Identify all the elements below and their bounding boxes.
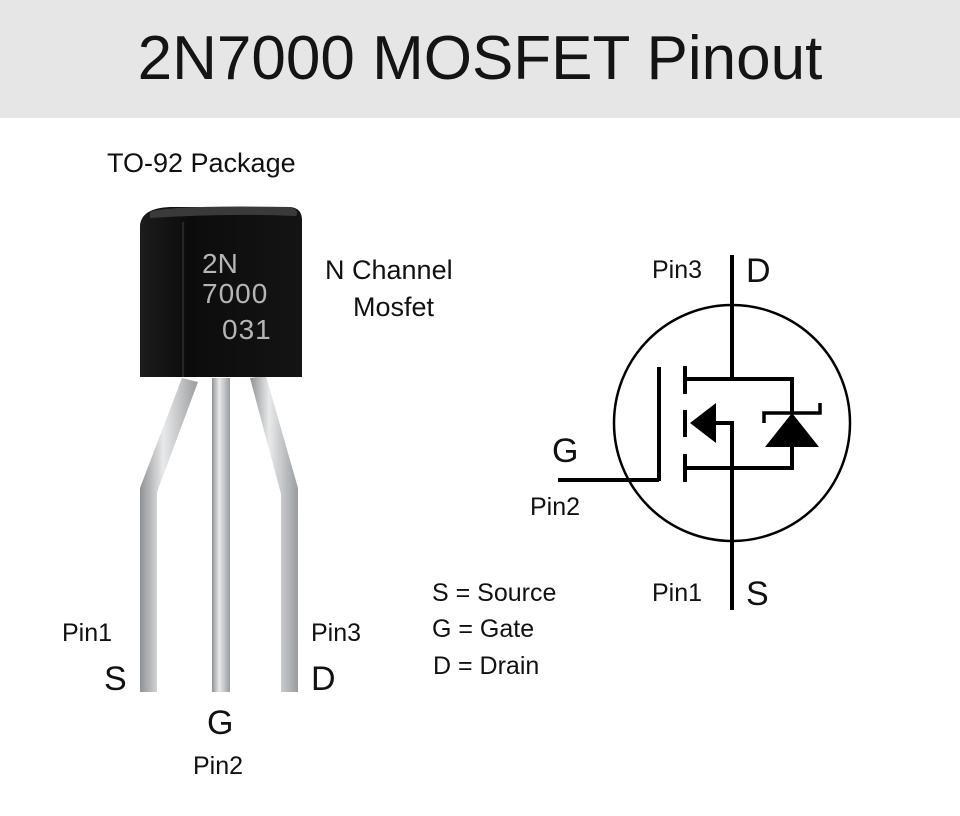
pkg-pin3-letter: D bbox=[311, 660, 336, 698]
pkg-pin3-label: Pin3 bbox=[311, 619, 362, 647]
leg-pin1 bbox=[140, 378, 198, 692]
legend-source: S = Source bbox=[432, 579, 557, 607]
channel-label-line2: Mosfet bbox=[353, 292, 435, 322]
package-label: TO-92 Package bbox=[107, 148, 296, 178]
leg-pin2 bbox=[212, 378, 230, 692]
symbol-drain-pin: Pin3 bbox=[652, 256, 703, 284]
pkg-pin1-letter: S bbox=[104, 660, 127, 698]
transistor-body bbox=[140, 206, 302, 377]
body-marking-line2: 7000 bbox=[202, 278, 269, 309]
symbol-gate-pin: Pin2 bbox=[530, 493, 581, 521]
body-marking-line3: 031 bbox=[222, 314, 272, 345]
symbol-gate-letter: G bbox=[552, 432, 579, 470]
leg-pin3 bbox=[250, 376, 298, 692]
pkg-pin1-label: Pin1 bbox=[62, 619, 113, 647]
legend-gate: G = Gate bbox=[432, 615, 535, 643]
legend-drain: D = Drain bbox=[433, 652, 540, 680]
body-marking-line1: 2N bbox=[202, 248, 238, 279]
pkg-pin2-label: Pin2 bbox=[193, 752, 244, 780]
transistor-legs bbox=[140, 376, 298, 692]
symbol-source-pin: Pin1 bbox=[652, 579, 703, 607]
channel-label-line1: N Channel bbox=[325, 255, 453, 285]
symbol-source-letter: S bbox=[746, 575, 769, 613]
pkg-pin2-letter: G bbox=[207, 704, 234, 742]
page-title: 2N7000 MOSFET Pinout bbox=[137, 24, 823, 93]
title-banner: 2N7000 MOSFET Pinout bbox=[0, 0, 960, 118]
symbol-drain-letter: D bbox=[746, 252, 771, 290]
